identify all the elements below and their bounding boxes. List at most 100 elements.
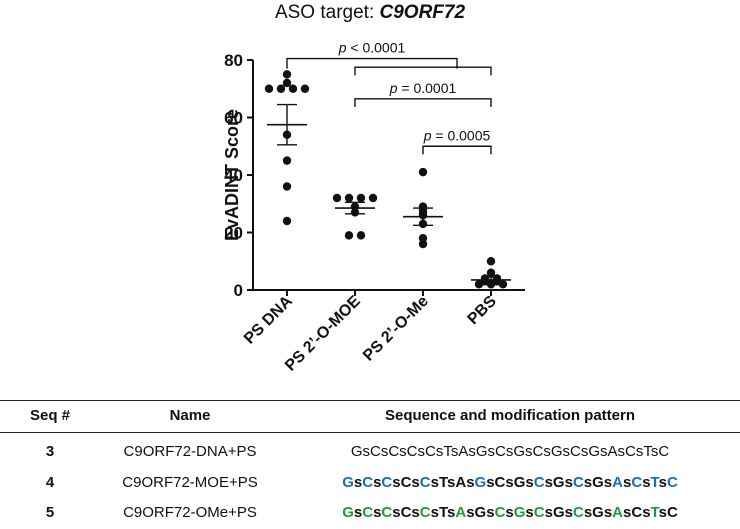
row-pattern: GsCsCsCsCsTsAsGsCsGsCsGsCsGsAsCsTsC (310, 504, 710, 521)
table-header-rule (0, 432, 740, 433)
data-point (356, 231, 366, 240)
sequence-segment: sGs (466, 504, 495, 521)
modified-base: C (533, 474, 545, 491)
significance-label: p = 0.0001 (389, 80, 457, 96)
row-seq: 4 (45, 474, 55, 491)
table-header-row: Seq # Name Sequence and modification pat… (0, 407, 740, 431)
data-point (288, 84, 298, 93)
row-name: C9ORF72-DNA+PS (123, 443, 257, 460)
data-point (276, 84, 286, 93)
data-point (344, 231, 354, 240)
row-seq: 3 (45, 443, 55, 460)
data-point (498, 280, 508, 289)
modified-base: T (650, 504, 659, 521)
chart-title-prefix: ASO target: (274, 2, 380, 23)
sequence-segment: s (373, 474, 382, 491)
modified-base: C (381, 504, 393, 521)
sequence-segment: sCs (623, 504, 651, 521)
sequence-segment: GsCsCsCsCsTsAsGsCsGsCsGsCsGsAsCsTsC (350, 443, 670, 460)
sequence-segment: sGs (583, 474, 613, 491)
sequence-segment: s (623, 474, 632, 491)
table-row: 5 C9ORF72-OMe+PS GsCsCsCsCsTsAsGsCsGsCsG… (0, 504, 740, 528)
sequence-segment: s (642, 474, 651, 491)
data-point (282, 70, 292, 79)
modified-base: G (513, 504, 526, 521)
header-seq: Seq # (29, 407, 71, 424)
data-point (418, 234, 428, 243)
modified-base: C (362, 474, 374, 491)
modified-base: C (572, 504, 584, 521)
x-tick-label: PBS (465, 293, 501, 329)
y-tick-label: 40 (224, 166, 243, 185)
modified-base: A (612, 474, 623, 491)
row-pattern: GsCsCsCsCsTsAsGsCsGsCsGsCsGsAsCsTsC (310, 474, 710, 491)
y-tick-label: 60 (224, 109, 243, 128)
significance-bracket (354, 98, 492, 107)
data-point (282, 216, 292, 226)
sequence-segment: s (353, 474, 363, 491)
sequence-segment: sC (658, 504, 678, 521)
modified-base: G (474, 474, 487, 491)
modified-base: G (342, 474, 354, 491)
data-point (300, 84, 310, 93)
header-pattern: Sequence and modification pattern (384, 407, 636, 424)
sequence-segment: sGs (544, 474, 573, 491)
data-point (264, 84, 274, 93)
sequence-segment: s (353, 504, 363, 521)
data-point (356, 193, 366, 203)
data-point (418, 167, 428, 177)
significance-label: p = 0.0005 (423, 127, 491, 143)
data-point (486, 268, 496, 277)
modified-base: C (419, 474, 431, 491)
modified-base: C (572, 474, 584, 491)
table-row: 3 C9ORF72-DNA+PS GsCsCsCsCsTsAsGsCsGsCsG… (0, 443, 740, 467)
sequence-segment: s (505, 504, 514, 521)
data-point (368, 193, 378, 203)
y-tick-label: 0 (234, 281, 243, 300)
x-tick-label: PS DNA (241, 292, 296, 347)
table-top-rule (0, 400, 740, 401)
row-pattern: GsCsCsCsCsTsAsGsCsGsCsGsCsGsAsCsTsC (310, 443, 710, 460)
modified-base: G (342, 504, 354, 521)
sequence-segment: sCs (392, 474, 420, 491)
sequence-segment: sCsGs (486, 474, 534, 491)
sequence-segment: sTs (430, 504, 456, 521)
significance-bracket (286, 57, 458, 69)
modified-base: C (631, 474, 643, 491)
modified-base: C (381, 474, 393, 491)
header-name: Name (169, 407, 211, 424)
sequence-segment: sCs (392, 504, 420, 521)
sequence-segment: sGs (544, 504, 573, 521)
modified-base: C (533, 504, 545, 521)
sequence-segment: s (525, 504, 534, 521)
y-tick-label: 20 (224, 224, 243, 243)
data-point (282, 156, 292, 165)
significance-bracket (354, 66, 492, 76)
data-point (332, 193, 342, 203)
data-point (282, 182, 292, 191)
modified-base: C (666, 474, 678, 491)
modified-base: A (612, 504, 624, 521)
row-name: C9ORF72-MOE+PS (122, 474, 258, 491)
data-point (486, 257, 496, 266)
data-point (418, 239, 428, 249)
row-seq: 5 (45, 504, 55, 521)
modified-base: C (494, 504, 506, 521)
data-point (474, 280, 484, 289)
x-tick-label: PS 2’-O-Me (360, 293, 432, 365)
sequence-segment: sGs (583, 504, 613, 521)
y-tick-label: 80 (224, 51, 243, 70)
sequence-segment: s (658, 474, 667, 491)
data-point (344, 193, 354, 203)
significance-label: p < 0.0001 (338, 40, 406, 56)
data-point (282, 78, 292, 88)
modified-base: C (362, 504, 374, 521)
chart-title-gene: C9ORF72 (379, 2, 466, 23)
row-name: C9ORF72-OMe+PS (123, 504, 257, 521)
significance-bracket (422, 145, 492, 155)
sequence-segment: s (373, 504, 382, 521)
table-row: 4 C9ORF72-MOE+PS GsCsCsCsCsTsAsGsCsGsCsG… (0, 474, 740, 498)
modified-base: T (650, 474, 659, 491)
y-axis-label: EvADINT Score (222, 109, 242, 241)
